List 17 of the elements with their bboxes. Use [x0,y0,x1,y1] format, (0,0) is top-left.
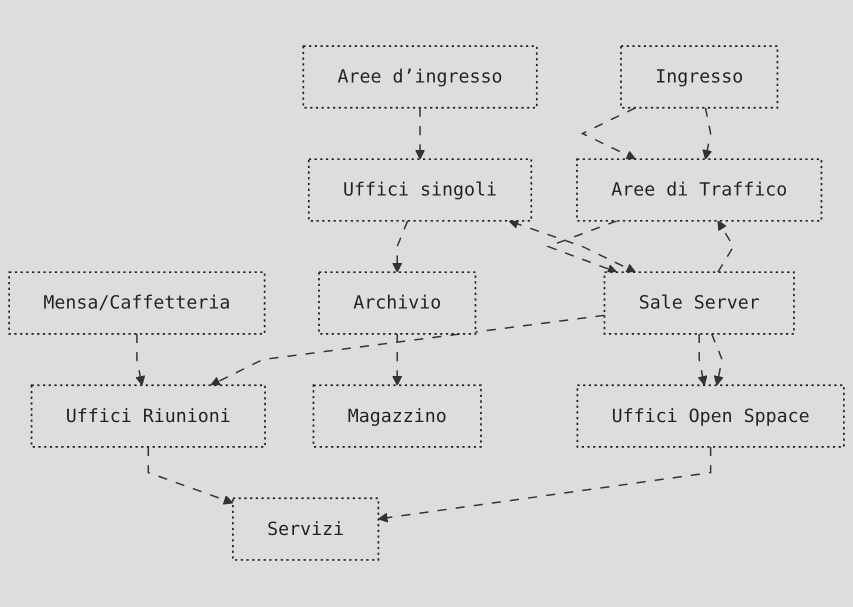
arrow [717,220,734,274]
arrow [392,221,408,274]
arrow [378,447,712,524]
arrow [710,334,724,386]
arrow [392,334,402,386]
arrow [135,334,146,386]
arrow [415,108,426,160]
node-box: Uffici singoli [308,158,532,222]
arrow [580,108,636,160]
arrow [702,108,712,160]
arrow [148,447,234,506]
arrow [210,315,605,386]
arrow [546,220,618,274]
arrow [508,220,636,274]
node-box: Aree di Traffico [576,158,822,222]
arrow [698,334,708,386]
node-box: Archivio [318,272,476,336]
